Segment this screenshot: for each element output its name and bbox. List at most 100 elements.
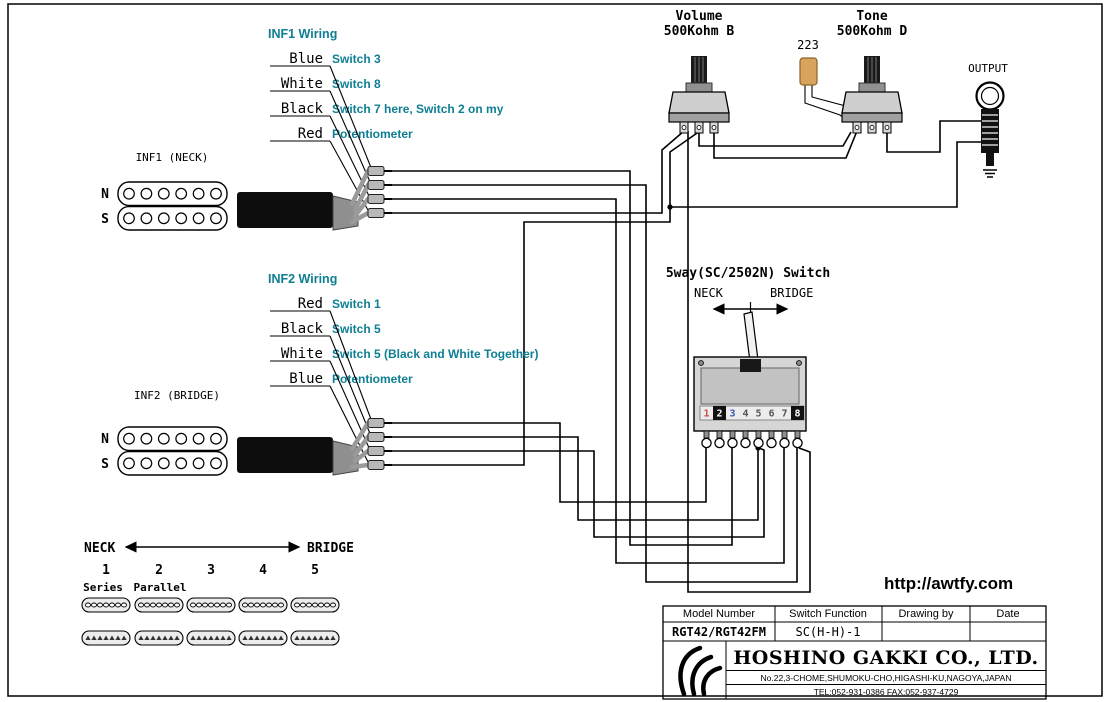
hoshino-logo	[678, 645, 723, 697]
col-header-date: Date	[996, 608, 1019, 620]
pot-body	[668, 91, 730, 114]
inf2-wire-dest: Switch 5 (Black and White Together)	[332, 347, 538, 361]
inf2-pickup-label: INF2 (BRIDGE)	[134, 389, 220, 402]
position-number: 4	[259, 563, 267, 578]
wire	[392, 422, 707, 503]
switch-title: 5way(SC/2502N) Switch	[666, 266, 830, 281]
inf2-wire-dest: Switch 5	[332, 322, 381, 336]
volume-value-label: 500Kohm B	[664, 24, 735, 39]
coil-north	[117, 181, 228, 207]
inf1-wiring-title: INF1 Wiring	[268, 27, 337, 41]
wire	[670, 141, 981, 208]
wire	[392, 436, 759, 521]
wire-connectors	[367, 418, 392, 470]
wire	[392, 130, 701, 466]
series-label: Series	[83, 581, 123, 594]
wire	[886, 120, 981, 153]
inf2-wire-dest: Switch 1	[332, 297, 381, 311]
lever-pivot	[740, 359, 761, 372]
inf1-north-label: N	[101, 187, 109, 202]
inf1-wire-dest: Switch 8	[332, 77, 381, 91]
wire	[392, 170, 733, 546]
inf1-wire-color: Red	[298, 126, 323, 142]
tone-pot: Tone 500Kohm D	[837, 9, 908, 134]
inf1-wire-color: White	[281, 76, 323, 92]
output-label: OUTPUT	[968, 62, 1008, 75]
inf2-wire-color: Black	[281, 321, 324, 337]
terminal-number: 7	[781, 409, 787, 420]
switch-function-value: SC(H-H)-1	[795, 625, 860, 639]
wire	[713, 130, 858, 159]
switch-neck-label: NECK	[694, 286, 724, 300]
capacitor-leg	[804, 85, 847, 121]
inf2-wire-color: Red	[298, 296, 323, 312]
inf2-north-label: N	[101, 432, 109, 447]
switch-bridge-label: BRIDGE	[770, 286, 813, 300]
col-header-function: Switch Function	[789, 608, 867, 620]
solder-junction	[667, 204, 673, 210]
position-number: 5	[311, 563, 319, 578]
page-border	[7, 3, 1103, 697]
terminal-number: 4	[742, 409, 748, 420]
position-legend: NECK BRIDGE 1 2 3 4 5 Series Parallel	[81, 541, 354, 646]
switch-lever	[743, 311, 759, 363]
tone-capacitor: 223	[797, 38, 819, 86]
pot-base	[668, 112, 730, 123]
footer-block: http://awtfy.com Model Number Switch Fun…	[662, 574, 1047, 700]
company-tel-fax: TEL:052-931-0386 FAX:052-937-4729	[814, 687, 959, 697]
inf1-wire-dest: Switch 7 here, Switch 2 on my	[332, 102, 504, 116]
terminal-number: 2	[716, 409, 722, 420]
tone-label: Tone	[856, 9, 887, 24]
coil-south	[117, 205, 228, 231]
pot-body	[841, 91, 903, 114]
title-block-border	[662, 605, 1047, 700]
terminal-number: 8	[794, 409, 800, 420]
col-header-drawing: Drawing by	[898, 608, 954, 620]
website-url: http://awtfy.com	[884, 574, 1013, 593]
inf2-wire-color: White	[281, 346, 323, 362]
terminal-number: 5	[755, 409, 761, 420]
position-number: 1	[102, 563, 110, 578]
terminal-number: 3	[729, 409, 735, 420]
jack-tip	[986, 153, 994, 166]
coil-south	[117, 450, 228, 476]
coil-north	[117, 426, 228, 452]
parallel-label: Parallel	[134, 581, 187, 594]
wire	[698, 131, 852, 147]
inf1-wire-dest: Potentiometer	[332, 127, 413, 141]
wire-connectors	[367, 166, 392, 218]
inf2-wire-color: Blue	[289, 371, 323, 387]
pickup-cable	[237, 437, 333, 473]
inf2-south-label: S	[101, 457, 109, 472]
pot-lugs	[679, 121, 719, 134]
inf2-pickup: INF2 (BRIDGE) N S	[101, 389, 392, 476]
volume-label: Volume	[676, 9, 723, 24]
terminal-number: 6	[768, 409, 774, 420]
position-pickup-icons	[81, 597, 340, 646]
inf1-pickup: INF1 (NECK) N S	[101, 151, 392, 231]
pot-lugs	[852, 121, 892, 134]
inf1-wire-color: Black	[281, 101, 324, 117]
wire	[392, 447, 765, 538]
tone-value-label: 500Kohm D	[837, 24, 908, 39]
jack-barrel	[981, 109, 999, 153]
wire	[392, 198, 785, 564]
company-address: No.22,3-CHOME,SHUMOKU-CHO,HIGASHI-KU,NAG…	[761, 673, 1012, 683]
company-name: HOSHINO GAKKI CO., LTD.	[733, 647, 1038, 669]
inf2-wiring-title: INF2 Wiring	[268, 272, 337, 286]
capacitor-body	[799, 57, 818, 86]
pickup-cable	[237, 192, 333, 228]
inf2-wire-dest: Potentiometer	[332, 372, 413, 386]
inf1-legend: INF1 Wiring Blue Switch 3 White Switch 8…	[268, 27, 504, 213]
positions-bridge-label: BRIDGE	[307, 541, 354, 556]
inf1-wire-dest: Switch 3	[332, 52, 381, 66]
inf2-legend: INF2 Wiring Red Switch 1 Black Switch 5 …	[268, 272, 538, 465]
switch-lugs	[701, 430, 803, 449]
pot-bushing	[858, 82, 886, 93]
wire	[392, 130, 685, 214]
wire	[392, 184, 798, 583]
positions-neck-label: NECK	[84, 541, 115, 556]
inf1-wire-color: Blue	[289, 51, 323, 67]
